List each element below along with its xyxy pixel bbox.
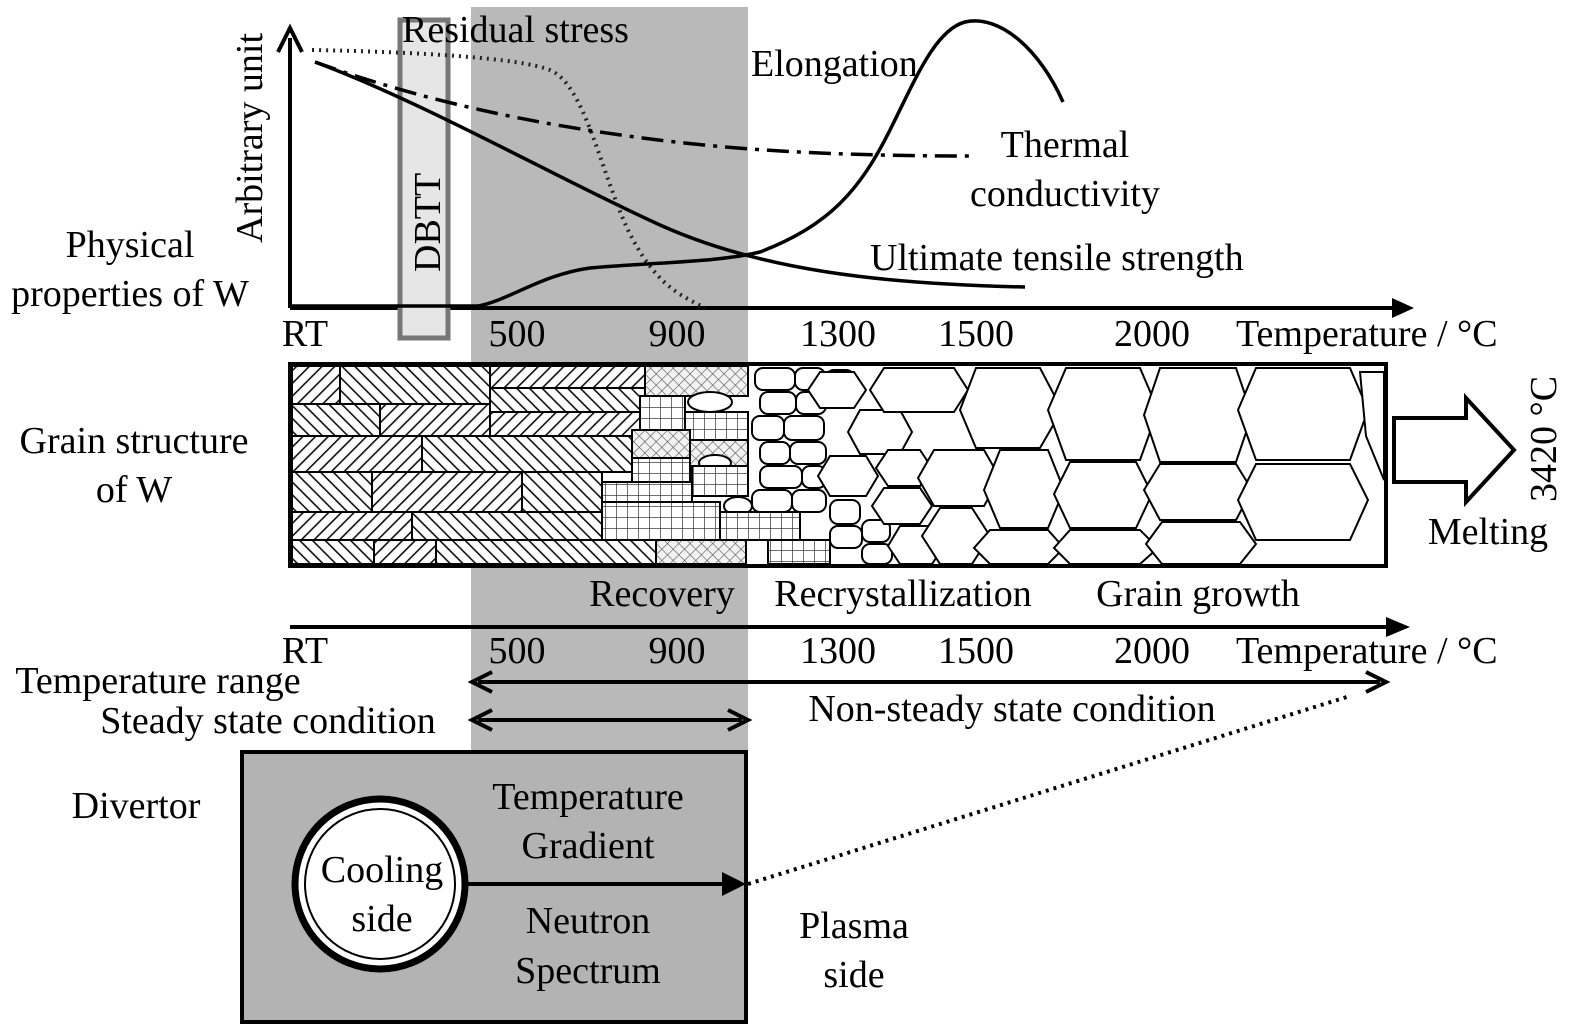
- thermal-conductivity-label-2: conductivity: [970, 173, 1160, 215]
- thermal-conductivity-label-1: Thermal: [1001, 124, 1130, 166]
- divertor-label: Divertor: [72, 785, 201, 827]
- plasma-side-label-2: side: [823, 954, 884, 996]
- deformed-grains: [291, 365, 657, 565]
- dbtt-label: DBTT: [407, 173, 449, 272]
- tick-label-bottom: 1300: [800, 630, 876, 672]
- physical-properties-label-2: properties of W: [11, 273, 249, 315]
- tick-label-top: 900: [649, 313, 706, 355]
- tick-label-top: 1300: [800, 313, 876, 355]
- tick-label-bottom: 2000: [1114, 630, 1190, 672]
- y-axis-arrowhead: [276, 23, 304, 53]
- stage-label-recrystallization: Recrystallization: [774, 573, 1031, 615]
- melting-label: Melting: [1428, 511, 1548, 553]
- grain-structure-label-1: Grain structure: [20, 420, 249, 462]
- tick-label-bottom: 500: [489, 630, 546, 672]
- tick-label-top: 500: [489, 313, 546, 355]
- physical-properties-label-1: Physical: [66, 224, 195, 266]
- non-steady-state-label: Non-steady state condition: [808, 688, 1215, 730]
- temperature-gradient-label-1: Temperature: [492, 776, 683, 818]
- neutron-spectrum-label-1: Neutron: [526, 900, 651, 942]
- range-arrows: Temperature range Steady state condition…: [15, 660, 1391, 742]
- hexagonal-grains: [806, 367, 1385, 565]
- temperature-range-label: Temperature range: [15, 660, 300, 702]
- plasma-side-label-1: Plasma: [799, 905, 909, 947]
- residual-stress-label: Residual stress: [402, 9, 629, 51]
- ultimate-tensile-strength-curve: [314, 60, 1026, 289]
- dbtt-band: [397, 17, 451, 341]
- cooling-side-label-1: Cooling: [321, 849, 443, 891]
- thermal-conductivity-curve: [314, 60, 976, 158]
- recovery-grains: [601, 365, 831, 565]
- elongation-curve: [290, 19, 1065, 308]
- grain-structure: 3420 °C Melting Grain structure of W Rec…: [20, 362, 1565, 615]
- tick-label-bottom: 900: [649, 630, 706, 672]
- tick-label-top: RT: [282, 313, 328, 355]
- ultimate-tensile-strength-label: Ultimate tensile strength: [870, 237, 1244, 279]
- grain-structure-label-2: of W: [96, 469, 172, 511]
- tick-label-top: 2000: [1114, 313, 1190, 355]
- tick-label-bottom: 1500: [938, 630, 1014, 672]
- temperature-gradient-label-2: Gradient: [522, 825, 655, 867]
- divertor-section: Divertor Cooling side Temperature Gradie…: [72, 694, 1351, 1024]
- elongation-label: Elongation: [751, 43, 918, 85]
- x-axis-label-top: Temperature / °C: [1236, 313, 1498, 355]
- steady-state-label: Steady state condition: [100, 700, 436, 742]
- tick-label-top: 1500: [938, 313, 1014, 355]
- plasma-link-dotted: [747, 694, 1351, 886]
- stage-label-recovery: Recovery: [589, 573, 735, 615]
- y-axis-label: Arbitrary unit: [229, 33, 271, 243]
- neutron-spectrum-label-2: Spectrum: [515, 950, 661, 992]
- melting-temp-label: 3420 °C: [1523, 376, 1565, 502]
- melting-arrow: [1392, 392, 1517, 508]
- temperature-axis-bottom: RT 500 900 1300 1500 2000 Temperature / …: [282, 617, 1498, 672]
- x-axis-label-bottom: Temperature / °C: [1236, 630, 1498, 672]
- cooling-side-label-2: side: [351, 898, 412, 940]
- property-chart: Residual stress Elongation Thermal condu…: [11, 9, 1497, 355]
- stage-label-grain-growth: Grain growth: [1096, 573, 1300, 615]
- x-axis-arrowhead: [1392, 298, 1414, 318]
- tick-label-bottom: RT: [282, 630, 328, 672]
